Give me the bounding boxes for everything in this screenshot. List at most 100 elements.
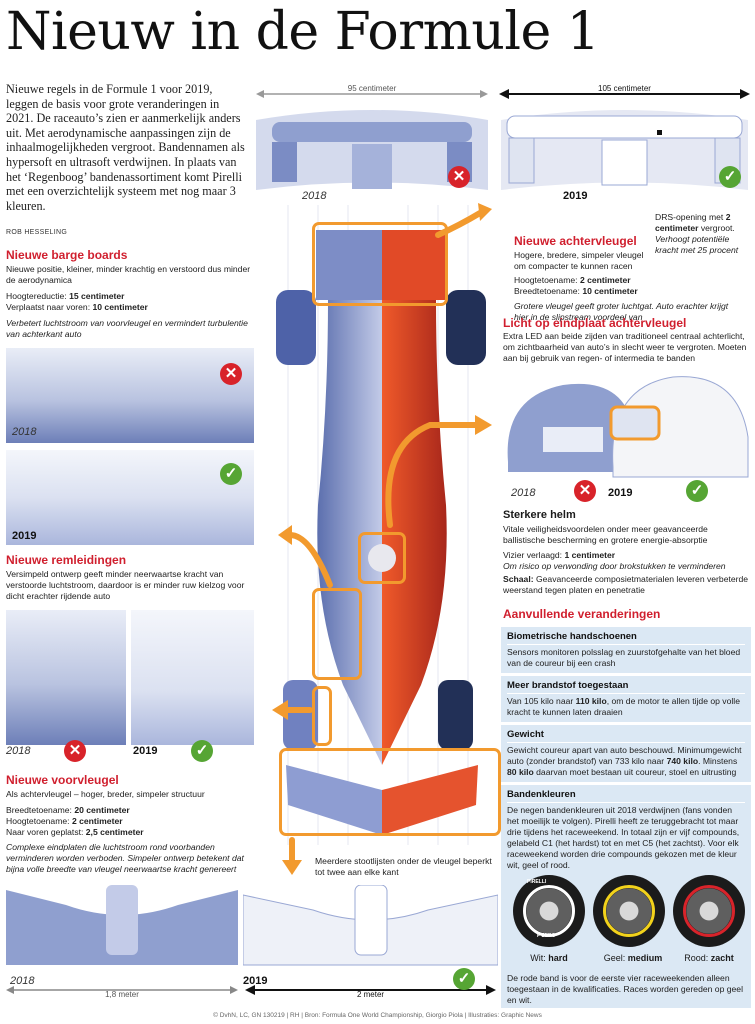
intro-text: Nieuwe regels in de Formule 1 voor 2019,… [6, 82, 245, 213]
front-wing-2018-drawing [6, 885, 238, 994]
tyre-medium-stripe [603, 885, 655, 937]
shell-label: Schaal: [503, 574, 534, 584]
tyre-footer: De rode band is voor de eerste vier race… [507, 973, 744, 1005]
front-wing-note: Complexe eindplaten die luchtstroom rond… [6, 842, 244, 874]
rear-wing-2018-year: 2018 [302, 190, 327, 202]
front-2019-year: 2019 [243, 975, 268, 987]
gloves-box: Biometrische handschoenen Sensors monito… [501, 627, 751, 673]
front-height-line: Hoogtetoename: 2 centimeter [6, 816, 254, 827]
front-height-label: Hoogtetoename: [6, 816, 70, 826]
barge-height-line: Hoogtereductie: 15 centimeter [6, 291, 254, 302]
endplate-light-text: Extra LED aan beide zijden van tradition… [503, 331, 747, 363]
front-2019-width: 2 meter [356, 990, 385, 999]
additional-heading: Aanvullende veranderingen [503, 607, 661, 621]
helmet-figure [503, 367, 753, 507]
brake-2018-image [6, 610, 126, 745]
tyre-medium-label-text: Geel: [603, 953, 626, 963]
highlight-barge-board [312, 588, 362, 680]
barge-forward-label: Verplaatst naar voren: [6, 302, 91, 312]
weight-text-b: . Minstens [698, 756, 738, 766]
rear-wing-2018-figure [252, 80, 492, 210]
highlight-front-wing [279, 748, 501, 836]
front-wing-heading: Nieuwe voorvleugel [6, 773, 119, 787]
rear-wing-height-label: Hoogtetoename: [514, 275, 578, 285]
tyre-medium-label: Geel: medium [593, 953, 673, 964]
front-wing-2019-drawing [242, 884, 499, 995]
front-forward-value: 2,5 centimeter [85, 827, 144, 837]
front-forward-label: Naar voren geplatst: [6, 827, 84, 837]
rear-wing-2019-figure [497, 80, 752, 210]
weight-text: Gewicht coureur apart van auto beschouwd… [507, 745, 745, 778]
rear-wing-note: Grotere vleugel geeft groter luchtgat. A… [514, 301, 729, 322]
rear-wing-2018-drawing [256, 90, 488, 190]
barge-boards-text: Nieuwe positie, kleiner, minder krachtig… [6, 264, 251, 285]
fuel-text-a: Van 105 kilo naar [507, 696, 574, 706]
tyre-hard-stripe [523, 885, 575, 937]
brake-ducts-text: Versimpeld ontwerp geeft minder neerwaar… [6, 569, 245, 601]
visor-note: Om risico op verwonding door brokstukken… [503, 561, 726, 571]
front-height-value: 2 centimeter [71, 816, 123, 826]
front-wing-2018-figure [6, 885, 238, 1005]
drs-suffix: vergroot. [700, 223, 735, 233]
rear-wing-heading: Nieuwe achtervleugel [514, 234, 637, 248]
barge-forward-value: 10 centimeter [92, 302, 148, 312]
shell-line: Schaal: Geavanceerde composietmaterialen… [503, 574, 751, 596]
page-title: Nieuw in de Formule 1 [6, 2, 600, 62]
tyre-hard-label-text: Wit: [530, 953, 546, 963]
tyre-hard-label: Wit: hard [513, 953, 585, 964]
highlight-helmet [358, 532, 406, 584]
front-2018-year: 2018 [10, 975, 35, 987]
check-icon: ✓ [191, 740, 213, 762]
rear-wing-text: Hogere, bredere, simpeler vleugel om com… [514, 250, 644, 271]
arrow-endplate-light [385, 422, 478, 528]
front-width-value: 20 centimeter [74, 805, 130, 815]
visor-label: Vizier verlaagd: [503, 550, 563, 560]
check-icon: ✓ [686, 480, 708, 502]
helmet-drawing [507, 376, 749, 478]
barge-note: Verbetert luchtstroom van voorvleugel en… [6, 318, 248, 339]
front-width-label: Breedtetoename: [6, 805, 72, 815]
rear-wing-width: Breedtetoename: 10 centimeter [514, 286, 664, 297]
brake-2019-year: 2019 [133, 745, 158, 757]
check-icon: ✓ [719, 166, 741, 188]
drs-value: 2 centimeter [655, 212, 731, 233]
endplate-light-heading: Licht op eindplaat achtervleugel [503, 316, 687, 330]
arrow-barge-board [287, 532, 333, 588]
fuel-title: Meer brandstof toegestaan [507, 680, 745, 694]
visor-line: Vizier verlaagd: 1 centimeter [503, 550, 751, 561]
author-credit: ROB HESSELING [6, 229, 68, 236]
brake-2018-year: 2018 [6, 745, 31, 757]
barge-2018-image [6, 348, 254, 443]
rear-wing-2019-width: 105 centimeter [598, 84, 651, 93]
tyre-text: De negen bandenkleuren uit 2018 verdwijn… [507, 805, 740, 870]
cross-icon: ✕ [574, 480, 596, 502]
tyre-soft-stripe [683, 885, 735, 937]
tyre-row: Wit: hard Geel: medium Rood: zacht PIREL… [507, 875, 745, 973]
helmet-text: Vitale veiligheidsvoordelen onder meer g… [503, 524, 708, 545]
tyre-hard: Wit: hard [513, 875, 585, 963]
weight-title: Gewicht [507, 729, 745, 743]
fuel-box: Meer brandstof toegestaan Van 105 kilo n… [501, 676, 751, 722]
rear-wing-2019-drawing [499, 89, 750, 190]
barge-height-value: 15 centimeter [69, 291, 125, 301]
gloves-text: Sensors monitoren polsslag en zuurstofge… [507, 647, 741, 668]
tyre-title: Bandenkleuren [507, 789, 745, 803]
tyre-soft-label: Rood: zacht [673, 953, 745, 964]
check-icon: ✓ [453, 968, 475, 990]
check-icon: ✓ [220, 463, 242, 485]
front-forward-line: Naar voren geplatst: 2,5 centimeter [6, 827, 254, 838]
rear-wing-width-label: Breedtetoename: [514, 286, 580, 296]
car-illustration [258, 205, 502, 845]
tyre-medium-value: medium [627, 953, 663, 963]
helmet-2019-year: 2019 [608, 487, 633, 499]
rear-wing-height-value: 2 centimeter [579, 275, 631, 285]
cross-icon: ✕ [64, 740, 86, 762]
rear-wing-width-value: 10 centimeter [582, 286, 638, 296]
front-wing-text: Als achtervleugel – hoger, breder, simpe… [6, 789, 205, 799]
shell-text: Geavanceerde composietmaterialen leveren… [503, 574, 749, 595]
rear-wing-height: Hoogtetoename: 2 centimeter [514, 275, 664, 286]
weight-box: Gewicht Gewicht coureur apart van auto b… [501, 725, 751, 782]
gloves-title: Biometrische handschoenen [507, 631, 745, 645]
drs-label: DRS-opening met [655, 212, 724, 222]
drs-text: DRS-opening met 2 centimeter vergroot. V… [655, 212, 753, 256]
